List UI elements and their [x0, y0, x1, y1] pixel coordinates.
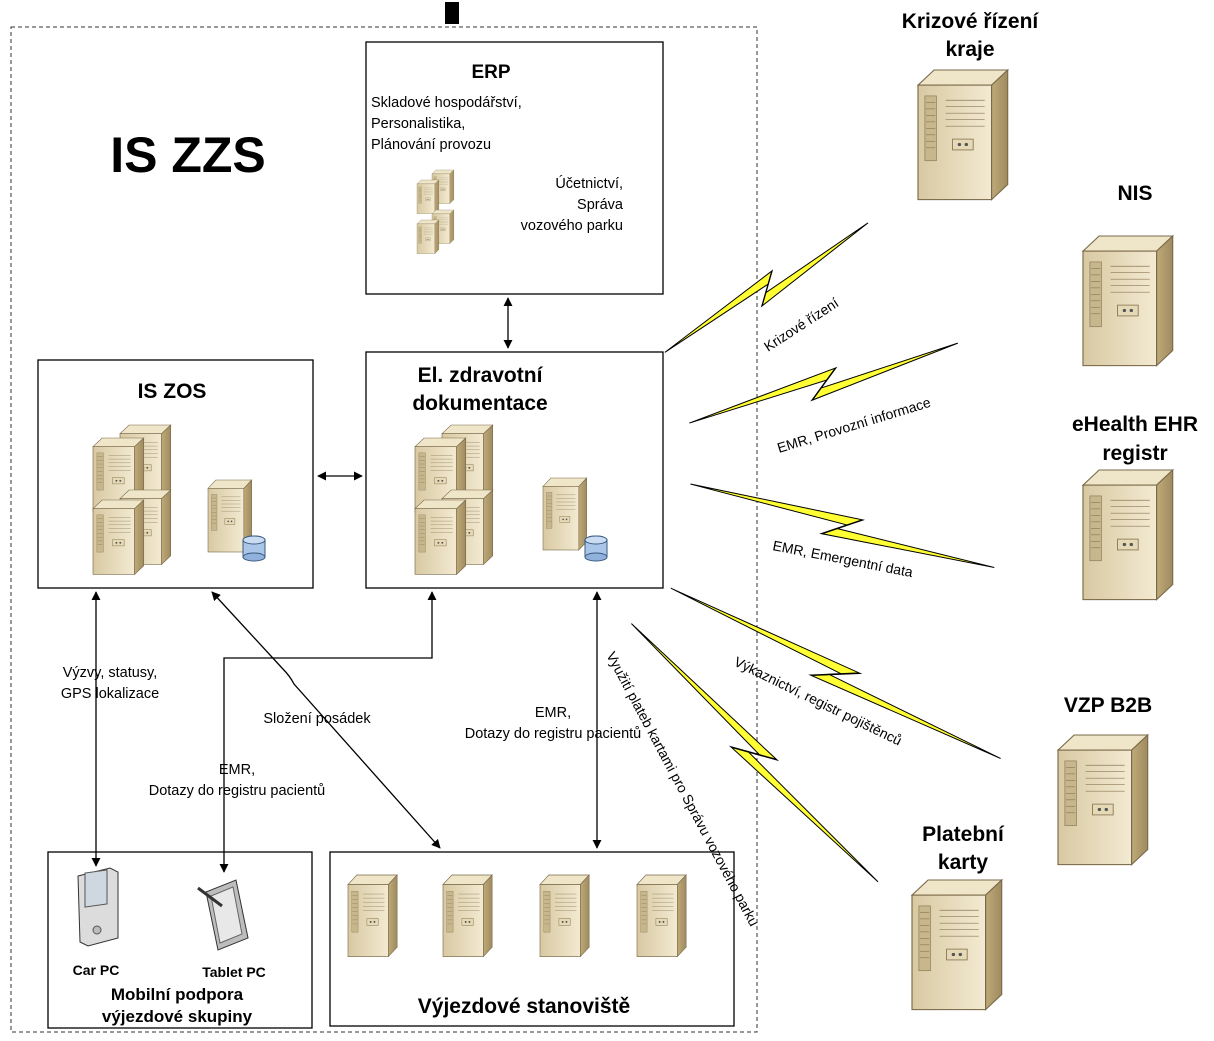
car-pc-icon	[77, 867, 119, 947]
external-name-line-1: NIS	[1117, 182, 1152, 205]
server-icon	[1082, 469, 1174, 601]
external-name-line-1: Krizové řízení	[902, 10, 1040, 33]
server-stack-icon	[414, 424, 494, 575]
is-zzs-boundary	[10, 26, 758, 1033]
stations-title: Výjezdové stanoviště	[418, 995, 630, 1018]
is-zos-title: IS ZOS	[138, 380, 207, 403]
database-server-icon	[542, 477, 608, 562]
external-name-line-2: registr	[1102, 442, 1167, 465]
stations-box: Výjezdové stanoviště	[329, 851, 735, 1027]
server-stack-icon	[416, 169, 454, 254]
internal-connectors	[91, 297, 602, 873]
external-name-line-2: karty	[938, 851, 989, 874]
erp-line-3: Plánování provozu	[371, 137, 491, 153]
ehr-title-line-1: El. zdravotní	[418, 364, 544, 387]
diagram-title: IS ZZS	[110, 127, 266, 183]
server-icon	[917, 69, 1009, 201]
emr-tablet-label-line-1: EMR,	[219, 762, 255, 778]
erp-right-line-2: Správa	[577, 197, 624, 213]
link-label-krizove: Krizové řízení	[761, 294, 842, 354]
external-name-line-2: kraje	[945, 38, 994, 61]
erp-right-line-1: Účetnictví,	[555, 175, 623, 192]
external-platebni-karty: Platební karty	[911, 823, 1005, 1011]
external-krizove-rizeni: Krizové řízení kraje	[902, 10, 1040, 201]
external-ehealth: eHealth EHR registr	[1072, 413, 1198, 601]
erp-line-2: Personalistika,	[371, 116, 465, 132]
server-icon	[539, 874, 590, 957]
mobile-title-line-1: Mobilní podpora	[111, 985, 244, 1004]
erp-box: ERP Skladové hospodářství, Personalistik…	[365, 41, 664, 295]
server-icon	[911, 879, 1003, 1011]
server-icon	[636, 874, 687, 957]
tablet-pc-label: Tablet PC	[202, 964, 266, 980]
ehr-tablet-arrow	[219, 591, 437, 873]
external-nis: NIS	[1082, 182, 1174, 367]
mobile-support-box: Car PC Tablet PC Mobilní podpora výjezdo…	[47, 851, 313, 1029]
external-name-line-1: Platební	[922, 823, 1005, 846]
server-icon	[347, 874, 398, 957]
lightning-link-icon	[685, 330, 963, 438]
external-name-line-1: eHealth EHR	[1072, 413, 1198, 436]
vyzvy-label-line-1: Výzvy, statusy,	[63, 665, 158, 681]
external-vzp-b2b: VZP B2B	[1057, 694, 1152, 866]
erp-line-1: Skladové hospodářství,	[371, 95, 522, 111]
external-name-line-1: VZP B2B	[1064, 694, 1152, 717]
ehr-title-line-2: dokumentace	[412, 392, 547, 415]
erp-title: ERP	[471, 62, 510, 83]
is-zos-box: IS ZOS	[37, 359, 314, 589]
server-icon	[1057, 734, 1149, 866]
erp-right-line-3: vozového parku	[521, 218, 623, 234]
server-icon	[442, 874, 493, 957]
slozeni-label: Složení posádek	[263, 711, 371, 727]
database-server-icon	[207, 479, 266, 562]
link-label-nis: EMR, Provozní informace	[775, 394, 932, 456]
top-marker	[445, 2, 459, 24]
ehr-box: El. zdravotní dokumentace	[365, 351, 664, 589]
tablet-pc-icon	[197, 879, 249, 951]
vyzvy-label-line-2: GPS lokalizace	[61, 686, 159, 702]
emr-tablet-label-line-2: Dotazy do registru pacientů	[149, 783, 326, 799]
server-icon	[1082, 235, 1174, 367]
emr-stations-label-line-1: EMR,	[535, 705, 571, 721]
lightning-link-icon	[663, 578, 1008, 771]
server-stack-icon	[92, 424, 172, 575]
mobile-title-line-2: výjezdové skupiny	[102, 1007, 253, 1026]
car-pc-label: Car PC	[73, 962, 120, 978]
emr-stations-label-line-2: Dotazy do registru pacientů	[465, 726, 642, 742]
